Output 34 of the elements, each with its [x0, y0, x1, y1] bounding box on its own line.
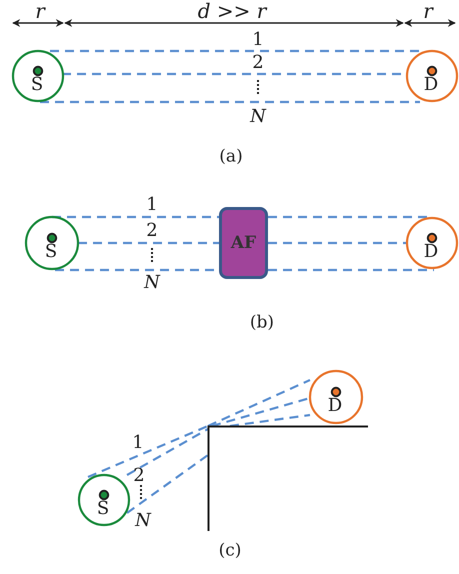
panel-caption: (b)	[250, 314, 274, 332]
dimension-label: r	[423, 1, 433, 21]
node-label: D	[424, 76, 438, 94]
node-label: D	[328, 397, 342, 415]
path-number: 2	[133, 467, 145, 485]
panel-caption: (c)	[218, 542, 242, 560]
node-label: S	[96, 500, 110, 518]
path-number: 1	[146, 196, 158, 214]
node-label: D	[424, 243, 438, 261]
dimension-label: r	[35, 1, 45, 21]
signal-path-line	[78, 242, 219, 244]
signal-path-line	[126, 454, 209, 514]
path-number: N	[250, 108, 266, 126]
path-number: 1	[132, 434, 144, 452]
signal-path-line	[230, 414, 310, 428]
signal-path-line	[268, 216, 430, 218]
path-number: 1	[252, 31, 264, 49]
path-number: N	[135, 512, 151, 530]
path-number: 2	[146, 222, 158, 240]
node-label: S	[44, 243, 58, 261]
signal-path-line	[50, 50, 420, 52]
signal-path-line	[88, 424, 208, 478]
signal-path-line	[208, 379, 310, 427]
relay-block: AF	[219, 207, 268, 279]
panel-caption: (a)	[219, 148, 243, 166]
signal-path-line	[212, 396, 310, 428]
signal-path-line	[126, 428, 209, 476]
node-label: S	[30, 76, 44, 94]
signal-path-line	[268, 268, 434, 272]
signal-path-line	[40, 100, 420, 104]
path-number: N	[144, 274, 160, 292]
dimension-label: d >> r	[198, 1, 266, 21]
signal-path-line	[268, 242, 407, 244]
path-number: 2	[252, 54, 264, 72]
